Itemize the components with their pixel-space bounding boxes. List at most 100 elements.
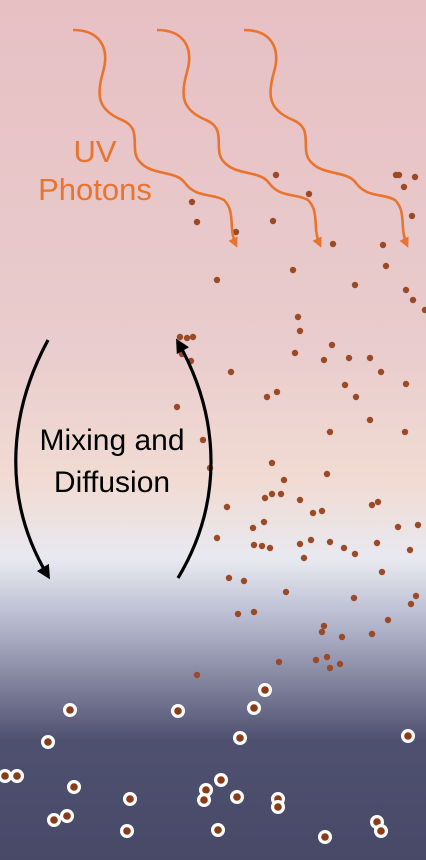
particle-dot xyxy=(373,539,381,547)
ringed-particle xyxy=(10,768,25,783)
photon-arrow-icon xyxy=(243,28,409,248)
particle-dot xyxy=(408,212,416,220)
photon-arrow-icon xyxy=(156,28,322,248)
ringed-particle xyxy=(211,822,226,837)
particle-dot xyxy=(368,630,376,638)
particle-dot xyxy=(260,518,268,526)
particle-dot xyxy=(296,496,304,504)
particle-dot xyxy=(183,334,191,342)
mix-label-line1: Mixing and xyxy=(39,424,185,457)
particle-dot xyxy=(232,228,240,236)
particle-dot xyxy=(382,262,390,270)
upward-curved-arrow-icon xyxy=(176,338,213,579)
ringed-particle xyxy=(40,734,55,749)
particle-dot xyxy=(280,476,288,484)
particle-dot xyxy=(323,470,331,478)
particle-dot xyxy=(336,660,344,668)
photon-arrow-icon xyxy=(72,28,238,248)
ringed-particle xyxy=(59,808,74,823)
ringed-particle xyxy=(119,823,134,838)
particle-dot xyxy=(234,610,242,618)
ringed-particle xyxy=(230,789,245,804)
particle-dot xyxy=(326,538,334,546)
downward-curved-arrow-icon xyxy=(14,339,51,580)
particle-dot xyxy=(294,313,302,321)
particle-dot xyxy=(328,341,336,349)
particle-dot xyxy=(273,388,281,396)
particle-dot xyxy=(227,368,235,376)
particle-dot xyxy=(176,333,184,341)
particle-dot xyxy=(296,327,304,335)
particle-dot xyxy=(341,381,349,389)
particle-dot xyxy=(240,577,248,585)
particle-dot xyxy=(345,354,353,362)
mixing-circulation-arrows xyxy=(14,338,213,580)
particle-dot xyxy=(414,521,422,529)
particle-dot xyxy=(296,540,304,548)
particle-dot xyxy=(402,380,410,388)
ringed-particle xyxy=(401,728,416,743)
particle-dot xyxy=(379,241,387,249)
particle-dot xyxy=(258,542,266,550)
ringed-particle xyxy=(46,812,61,827)
particle-dot xyxy=(312,656,320,664)
ringed-particle xyxy=(122,791,137,806)
particle-dot xyxy=(282,588,290,596)
ringed-particle xyxy=(271,799,286,814)
particle-dot xyxy=(326,664,334,672)
mixing-diffusion-label: Mixing and Diffusion xyxy=(12,420,212,504)
ringed-particle xyxy=(197,792,212,807)
particle-dot xyxy=(374,498,382,506)
particle-dot xyxy=(272,171,280,179)
particle-dot xyxy=(326,428,334,436)
particle-dot xyxy=(199,436,207,444)
particle-dot xyxy=(340,544,348,552)
particle-dot xyxy=(409,296,417,304)
particle-dot xyxy=(213,276,221,284)
particle-dot xyxy=(377,368,385,376)
particle-dot xyxy=(268,459,276,467)
particle-dot xyxy=(412,592,420,600)
particle-cloud xyxy=(173,171,426,679)
ringed-particle-layer xyxy=(0,682,416,844)
uv-label-line2: Photons xyxy=(38,172,152,207)
particle-dot xyxy=(402,286,410,294)
particle-dot xyxy=(384,616,392,624)
particle-dot xyxy=(400,183,408,191)
particle-dot xyxy=(351,281,359,289)
particle-dot xyxy=(350,594,358,602)
particle-dot xyxy=(352,393,360,401)
uv-label-line1: UV xyxy=(73,134,117,169)
ringed-particle xyxy=(62,702,77,717)
ringed-particle xyxy=(374,823,389,838)
particle-dot xyxy=(320,622,328,630)
particle-dot xyxy=(289,266,297,274)
particle-dot xyxy=(366,416,374,424)
particle-dot xyxy=(411,173,419,181)
particle-dot xyxy=(249,524,257,532)
uv-photon-arrows xyxy=(72,28,409,248)
particle-dot xyxy=(421,306,426,314)
particle-dot xyxy=(269,217,277,225)
particle-dot xyxy=(223,503,231,511)
particle-dot xyxy=(250,541,258,549)
particle-dot xyxy=(392,171,400,179)
particle-dot xyxy=(401,428,409,436)
ringed-particle xyxy=(171,703,186,718)
particle-dot xyxy=(329,240,337,248)
particle-dot xyxy=(250,608,258,616)
particle-dot xyxy=(266,544,274,552)
particle-dot xyxy=(318,628,326,636)
ringed-particle xyxy=(258,682,273,697)
particle-dot xyxy=(193,218,201,226)
particle-dot xyxy=(318,507,326,515)
particle-dot xyxy=(309,509,317,517)
particle-dot xyxy=(323,653,331,661)
particle-dot xyxy=(368,501,376,509)
particle-dot xyxy=(291,349,299,357)
particle-dot xyxy=(338,633,346,641)
particle-dot xyxy=(193,671,201,679)
particle-dot xyxy=(189,333,197,341)
ringed-particle xyxy=(233,730,248,745)
